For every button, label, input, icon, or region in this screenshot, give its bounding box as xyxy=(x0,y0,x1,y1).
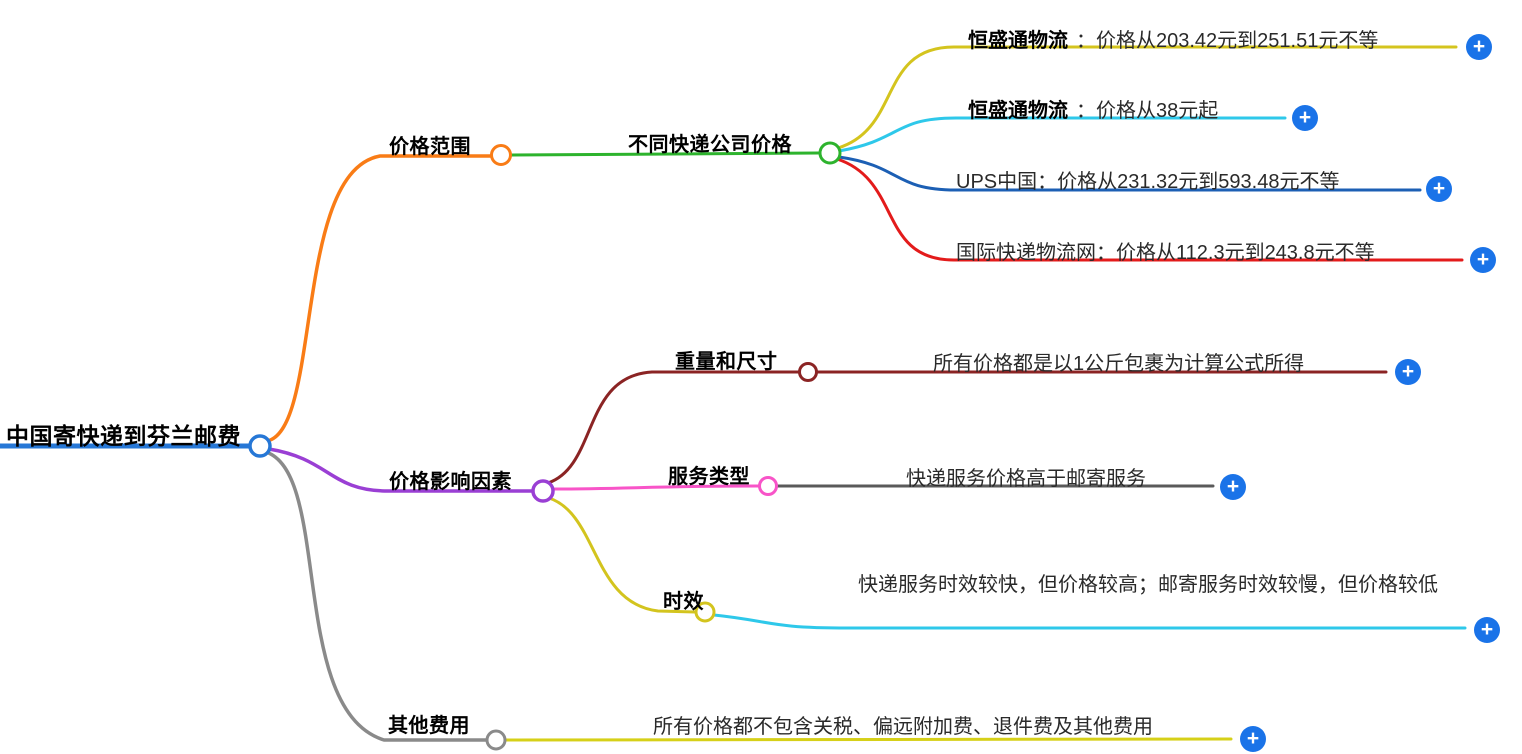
node-root[interactable] xyxy=(248,434,272,458)
node-service-type-label[interactable]: 服务类型 xyxy=(668,466,750,488)
leaf-weight-size[interactable]: 所有价格都是以1公斤包裹为计算公式所得 xyxy=(933,347,1304,376)
leaf-hengshengtong-1-text: ：价格从203.42元到251.51元不等 xyxy=(1076,30,1379,52)
leaf-other-fees-text: 所有价格都不包含关税、偏远附加费、退件费及其他费用 xyxy=(653,716,1153,738)
node-weight-size[interactable] xyxy=(798,362,818,382)
leaf-timeliness-text: 快递服务时效较快，但价格较高；邮寄服务时效较慢，但价格较低 xyxy=(858,574,1438,596)
node-weight-size-label[interactable]: 重量和尺寸 xyxy=(675,351,778,373)
leaf-intl-text: 国际快递物流网：价格从112.3元到243.8元不等 xyxy=(956,242,1375,264)
node-other-fees[interactable] xyxy=(485,729,507,751)
branch-line-price-range xyxy=(265,154,494,443)
leaf-timeliness[interactable]: 快递服务时效较快，但价格较高；邮寄服务时效较慢，但价格较低 xyxy=(858,570,1476,601)
leaf-service-type[interactable]: 快递服务价格高于邮寄服务 xyxy=(906,462,1146,491)
leaf-weight-size-text: 所有价格都是以1公斤包裹为计算公式所得 xyxy=(933,353,1305,375)
expand-button-hengshengtong-1[interactable]: + xyxy=(1466,34,1492,60)
branch-other-fees-label[interactable]: 其他费用 xyxy=(388,715,470,737)
expand-button-timeliness[interactable]: + xyxy=(1474,617,1500,643)
leaf-hengshengtong-1[interactable]: 恒盛通物流 ：价格从203.42元到251.51元不等 xyxy=(968,24,1378,53)
node-price-factors[interactable] xyxy=(531,479,555,503)
node-service-type[interactable] xyxy=(758,476,778,496)
node-company-prices-label[interactable]: 不同快递公司价格 xyxy=(628,134,792,156)
leaf-line-ups xyxy=(837,155,1422,192)
branch-price-factors-label[interactable]: 价格影响因素 xyxy=(389,471,512,493)
leaf-ups-text: UPS中国：价格从231.32元到593.48元不等 xyxy=(956,171,1340,193)
leaf-line-other-fees xyxy=(503,737,1233,742)
expand-button-weight-size[interactable]: + xyxy=(1395,359,1421,385)
leaf-line-timeliness xyxy=(712,613,1467,630)
line-company-prices xyxy=(509,151,821,157)
leaf-service-type-text: 快递服务价格高于邮寄服务 xyxy=(906,468,1146,490)
leaf-line-hengshengtong-2 xyxy=(837,116,1287,153)
leaf-hengshengtong-2[interactable]: 恒盛通物流 ：价格从38元起 xyxy=(968,94,1218,123)
expand-button-ups[interactable]: + xyxy=(1426,176,1452,202)
node-price-range[interactable] xyxy=(490,144,512,166)
branch-line-price-factors xyxy=(267,447,534,493)
leaf-hengshengtong-2-company: 恒盛通物流 xyxy=(968,100,1068,122)
node-timeliness-label[interactable]: 时效 xyxy=(663,591,704,613)
root-label[interactable]: 中国寄快递到芬兰邮费 xyxy=(6,423,241,449)
line-timeliness xyxy=(547,496,697,614)
leaf-line-hengshengtong-1 xyxy=(836,45,1458,150)
node-company-prices[interactable] xyxy=(818,141,842,165)
leaf-line-intl xyxy=(835,157,1464,262)
leaf-intl[interactable]: 国际快递物流网：价格从112.3元到243.8元不等 xyxy=(956,236,1375,265)
branch-line-other-fees xyxy=(264,450,489,742)
branch-price-range-label[interactable]: 价格范围 xyxy=(389,136,471,158)
expand-button-hengshengtong-2[interactable]: + xyxy=(1292,105,1318,131)
expand-button-other-fees[interactable]: + xyxy=(1240,726,1266,752)
expand-button-intl[interactable]: + xyxy=(1470,247,1496,273)
expand-button-service-type[interactable]: + xyxy=(1220,474,1246,500)
leaf-ups[interactable]: UPS中国：价格从231.32元到593.48元不等 xyxy=(956,165,1339,194)
leaf-hengshengtong-1-company: 恒盛通物流 xyxy=(968,30,1068,52)
node-timeliness[interactable] xyxy=(694,601,716,623)
line-weight-size xyxy=(546,370,1388,485)
leaf-hengshengtong-2-text: ：价格从38元起 xyxy=(1076,100,1219,122)
leaf-other-fees[interactable]: 所有价格都不包含关税、偏远附加费、退件费及其他费用 xyxy=(653,710,1153,739)
line-service-type xyxy=(551,484,760,491)
